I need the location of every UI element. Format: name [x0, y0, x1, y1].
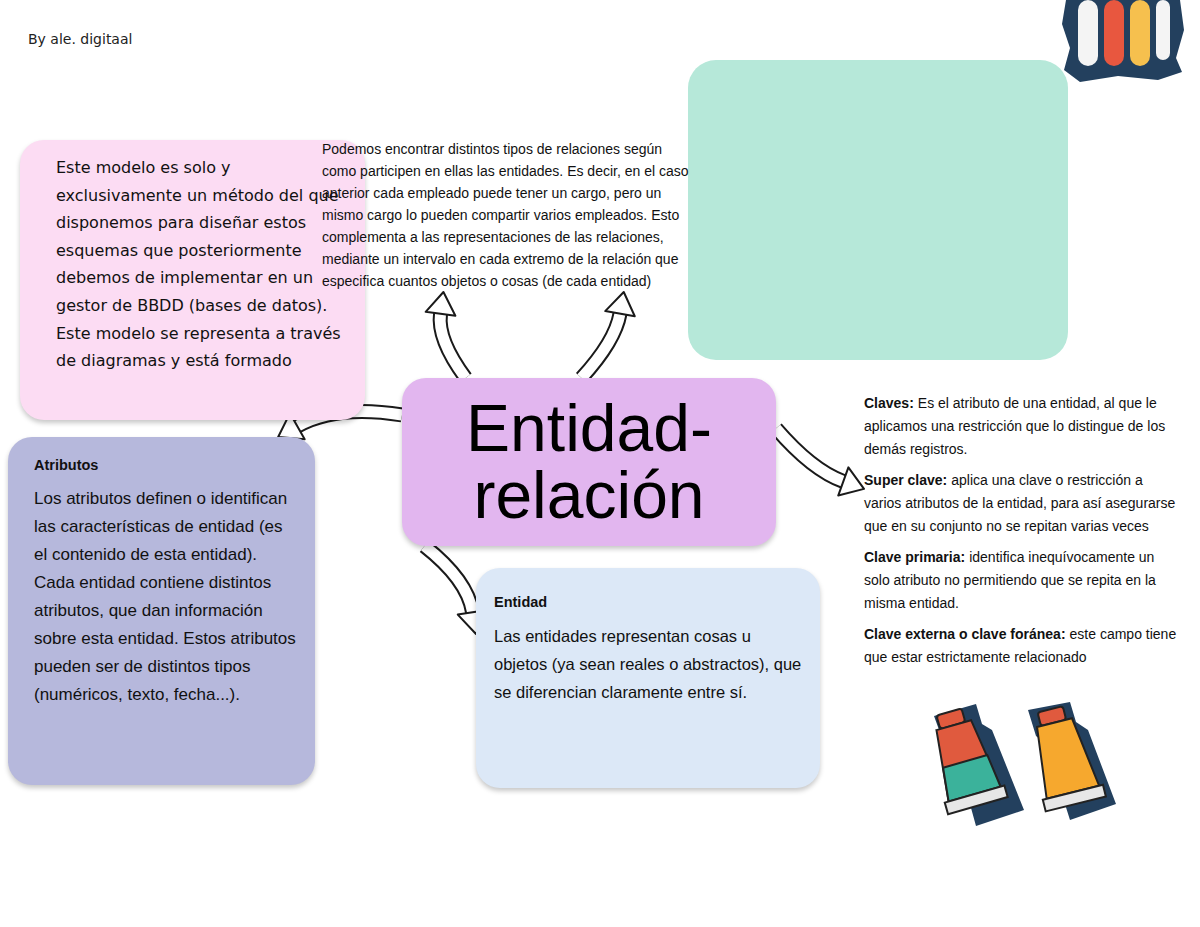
box-text: Este modelo es solo y exclusivamente un … — [56, 154, 345, 375]
block-arrow — [426, 292, 466, 378]
box-text: Podemos encontrar distintos tipos de rel… — [322, 138, 690, 292]
paint-tubes-illustration — [920, 700, 1150, 830]
arrow-fill — [440, 314, 465, 378]
key-term: Claves: — [864, 395, 914, 411]
empty-green-box — [688, 60, 1068, 360]
arrow-outline — [776, 428, 843, 481]
block-arrow — [582, 292, 635, 378]
topic-box: EntidadLas entidades representan cosas u… — [476, 568, 820, 788]
pencils-illustration — [1058, 0, 1188, 84]
arrow-head — [426, 292, 456, 316]
box-text: Los atributos definen o identifican las … — [34, 485, 299, 709]
block-arrow — [776, 428, 864, 495]
box-heading: Entidad — [494, 592, 802, 612]
text-block: Podemos encontrar distintos tipos de rel… — [322, 138, 690, 292]
text-block: Claves:Es el atributo de una entidad, al… — [864, 392, 1182, 677]
key-term: Super clave: — [864, 472, 947, 488]
arrow-fill — [424, 546, 472, 612]
arrow-outline — [440, 314, 465, 378]
key-paragraph: Clave primaria:identifica inequívocament… — [864, 546, 1182, 615]
arrow-outline — [424, 546, 472, 612]
key-term: Clave externa o clave foránea: — [864, 626, 1066, 642]
central-title: Entidad-relación — [416, 395, 762, 530]
box-heading: Atributos — [34, 455, 299, 475]
arrow-head — [605, 292, 635, 316]
arrow-head — [838, 467, 864, 495]
topic-box: AtributosLos atributos definen o identif… — [8, 437, 315, 785]
arrow-fill — [582, 314, 620, 378]
box-text: Las entidades representan cosas u objeto… — [494, 622, 802, 706]
key-paragraph: Clave externa o clave foránea:este campo… — [864, 623, 1182, 669]
key-paragraph: Claves:Es el atributo de una entidad, al… — [864, 392, 1182, 461]
key-term: Clave primaria: — [864, 549, 965, 565]
key-paragraph: Super clave:aplica una clave o restricci… — [864, 469, 1182, 538]
definition-box: Este modelo es solo y exclusivamente un … — [20, 140, 365, 420]
watermark: By ale. digitaal — [28, 31, 132, 47]
arrow-fill — [776, 428, 843, 481]
central-topic-box: Entidad-relación — [402, 378, 776, 546]
arrow-outline — [582, 314, 620, 378]
